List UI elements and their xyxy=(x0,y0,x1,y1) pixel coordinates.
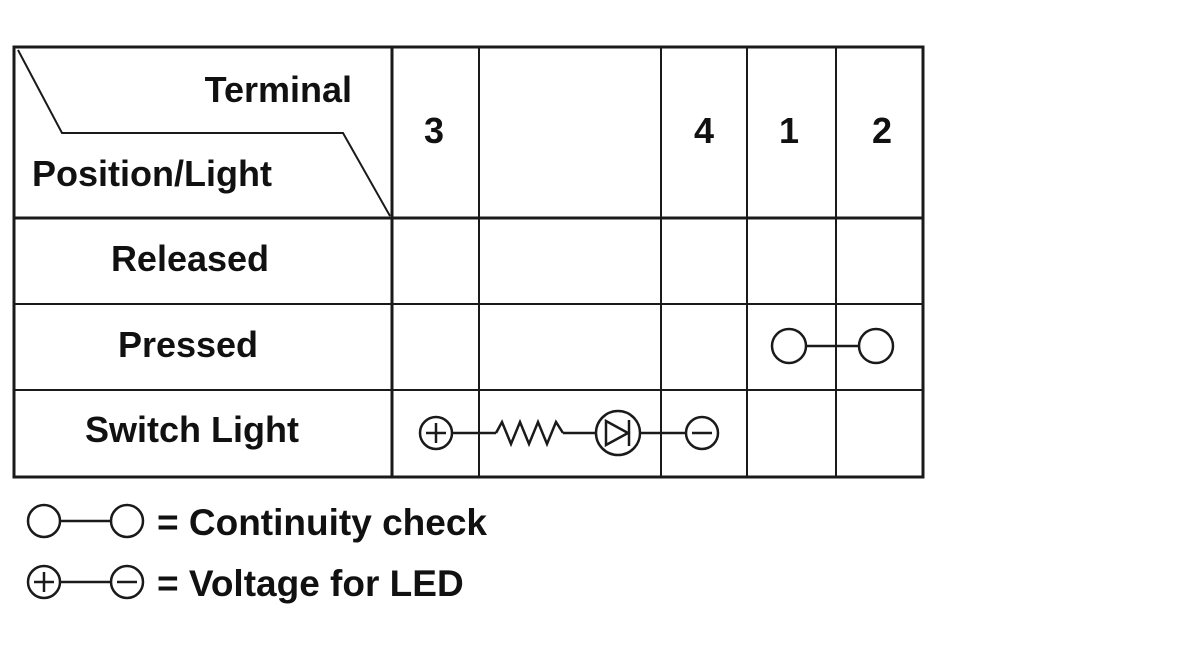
continuity-connection xyxy=(770,327,895,365)
legend-text-voltage: = Voltage for LED xyxy=(157,563,464,604)
corner-label-position: Position/Light xyxy=(32,153,272,194)
terminal-label: 1 xyxy=(779,110,799,151)
minus-terminal-icon xyxy=(684,415,720,451)
resistor-icon xyxy=(494,418,565,448)
continuity-symbol-icon xyxy=(26,503,145,539)
led-diode-icon xyxy=(594,409,642,457)
corner-divider xyxy=(17,49,391,217)
legend-text-continuity: = Continuity check xyxy=(157,502,487,543)
legend-continuity: = Continuity check xyxy=(26,502,487,543)
terminal-label: 3 xyxy=(424,110,444,151)
corner-label-terminal: Terminal xyxy=(205,69,352,110)
voltage-symbol-icon xyxy=(26,564,145,600)
terminal-circle-icon xyxy=(770,327,808,365)
legend-voltage: = Voltage for LED xyxy=(26,563,464,604)
table-frame xyxy=(12,45,925,479)
plus-terminal-icon xyxy=(418,415,454,451)
row-label-pressed: Pressed xyxy=(118,324,258,365)
terminal-label: 4 xyxy=(694,110,714,151)
terminal-circle-icon xyxy=(857,327,895,365)
terminal-label: 2 xyxy=(872,110,892,151)
row-label-released: Released xyxy=(111,238,269,279)
led-circuit xyxy=(418,409,720,457)
row-label-switch-light: Switch Light xyxy=(85,409,299,450)
